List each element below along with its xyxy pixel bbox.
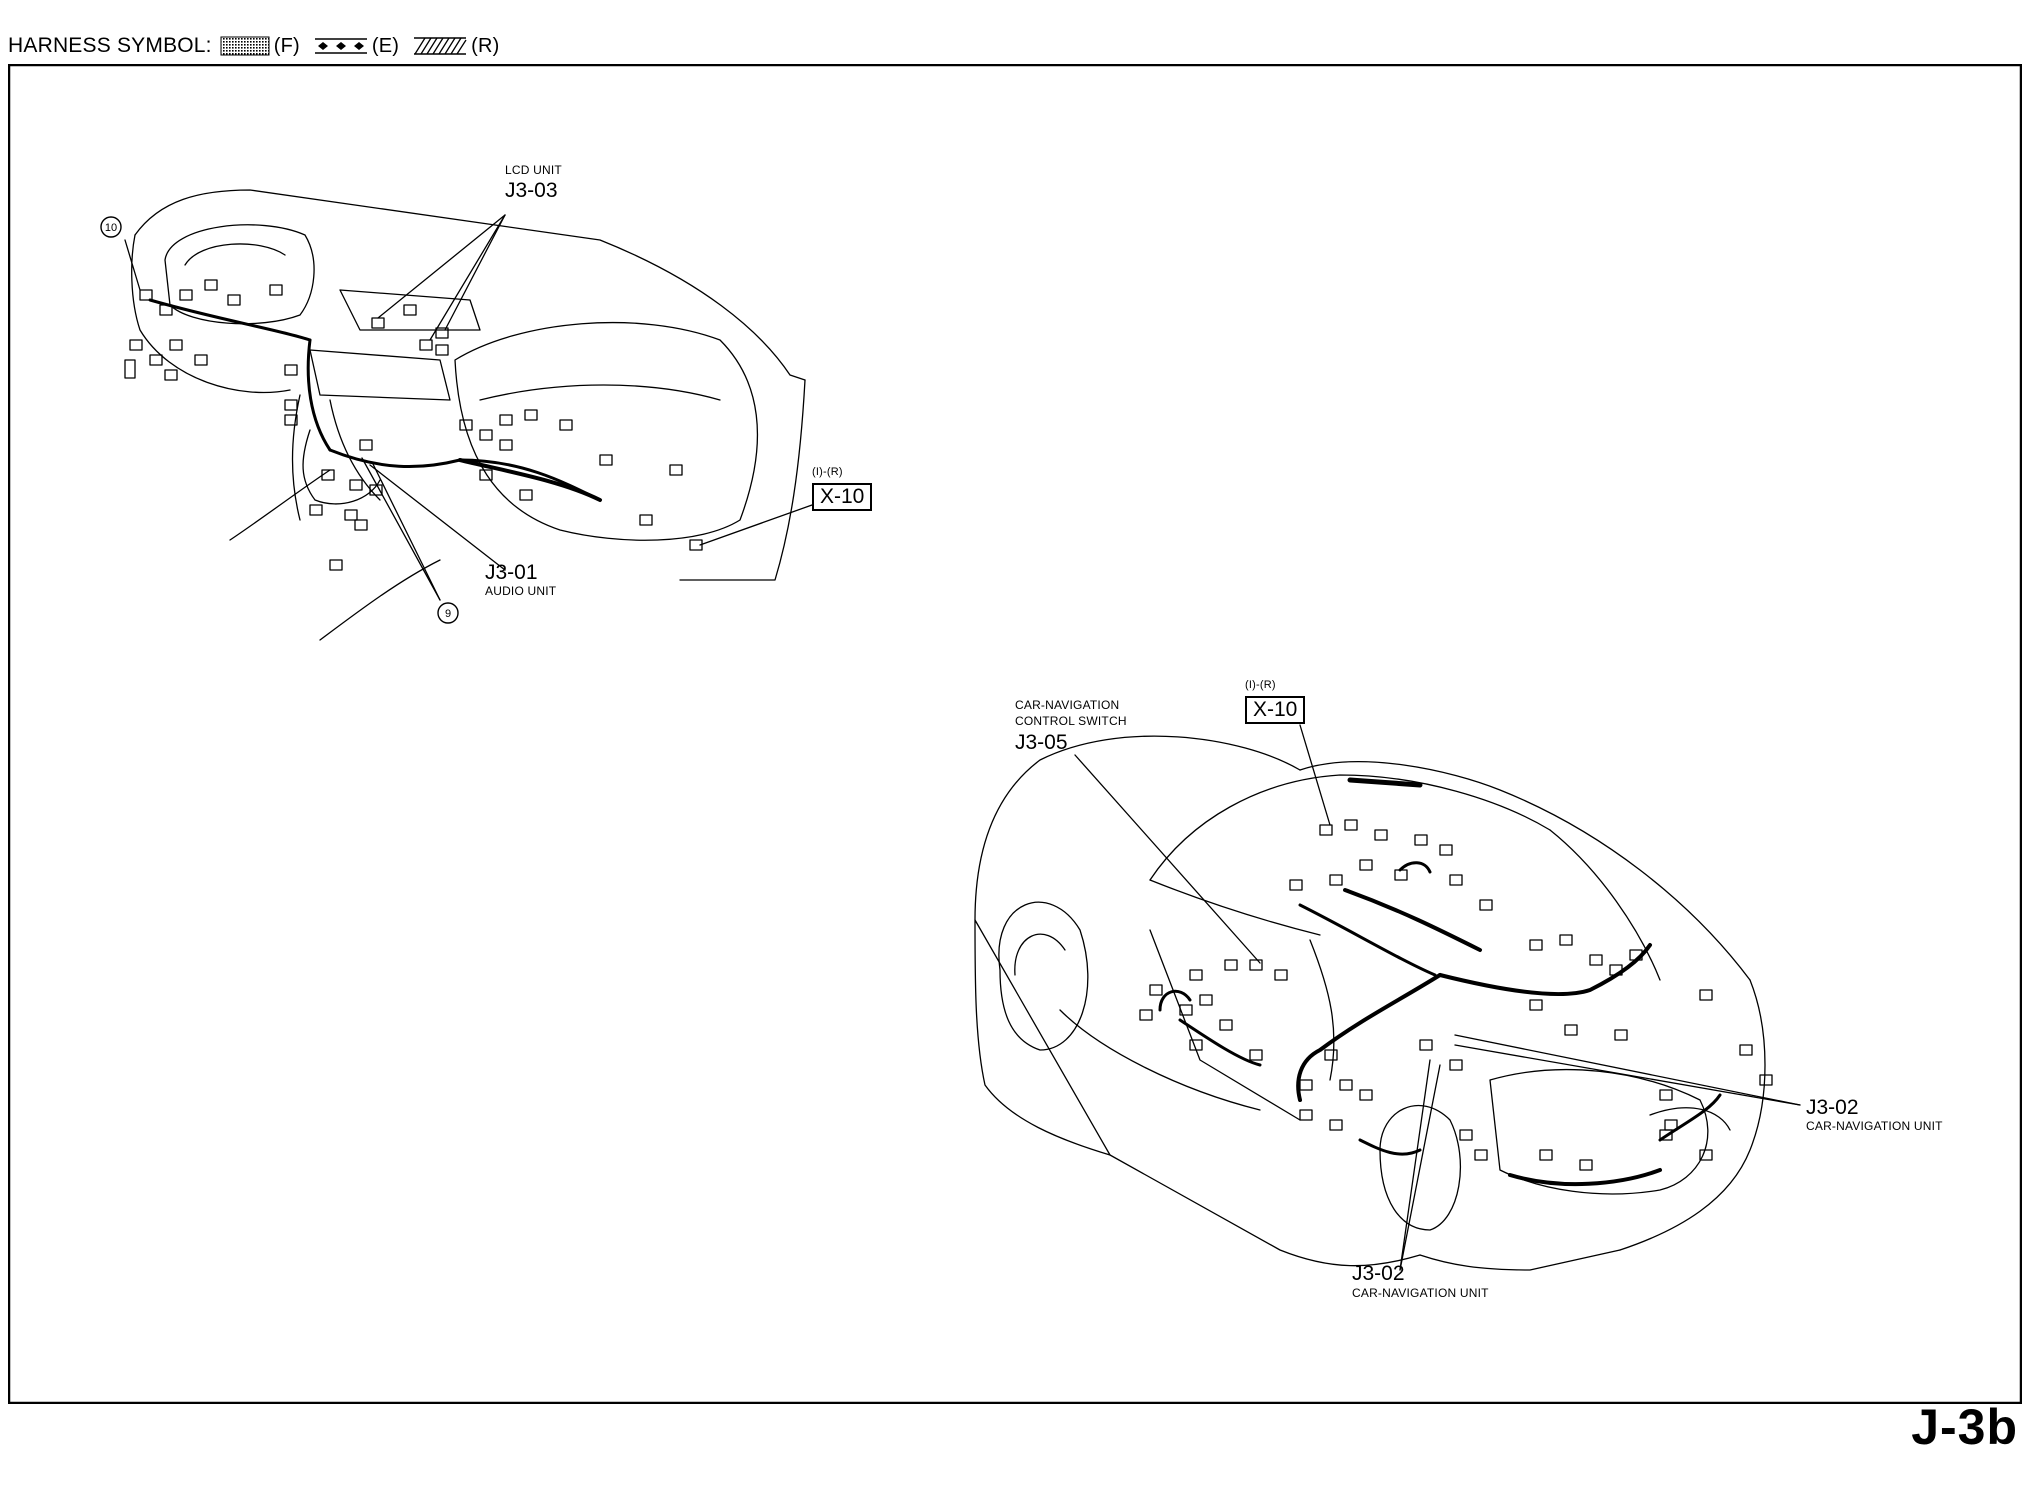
nav-unit-bottom-desc: CAR-NAVIGATION UNIT [1352, 1286, 1489, 1300]
diagram-frame [8, 64, 2022, 1404]
circle-ref-10-text: 10 [105, 222, 117, 234]
x10-ref-car: X-10 [1245, 696, 1306, 724]
x10-tag-car: (I)-(R) [1245, 679, 1276, 691]
legend-code-f: (F) [273, 34, 300, 57]
harness-symbol-legend: HARNESS SYMBOL: (F) (E) [8, 30, 514, 62]
dashboard-drawing [124, 189, 813, 641]
nav-unit-right-code: J3-02 [1806, 1096, 1859, 1119]
nav-switch-desc-1: CAR-NAVIGATION [1015, 698, 1120, 712]
lcd-unit-desc: LCD UNIT [505, 163, 562, 177]
circle-ref-9: 9 [437, 602, 459, 624]
circle-ref-9-text: 9 [445, 608, 451, 620]
dotted-grid-icon [220, 36, 270, 56]
audio-unit-code: J3-01 [485, 561, 538, 584]
page-label: J-3b [1911, 1399, 2018, 1455]
hatch-icon [414, 37, 467, 55]
circle-ref-10: 10 [100, 216, 122, 238]
audio-unit-desc: AUDIO UNIT [485, 584, 557, 598]
legend-code-e: (E) [371, 34, 400, 57]
legend-code-r: (R) [471, 34, 500, 57]
nav-switch-code: J3-05 [1015, 731, 1068, 754]
legend-symbol-f: (F) [220, 35, 300, 58]
x10-ref-dash: X-10 [812, 483, 873, 511]
dots-icon [314, 38, 367, 54]
legend-symbol-e: (E) [314, 35, 399, 58]
nav-unit-right-desc: CAR-NAVIGATION UNIT [1806, 1119, 1943, 1133]
car-drawing [974, 724, 1801, 1271]
x10-tag-dash: (I)-(R) [812, 466, 843, 478]
nav-unit-bottom-code: J3-02 [1352, 1262, 1405, 1285]
legend-symbol-r: (R) [413, 35, 499, 58]
lcd-unit-code: J3-03 [505, 179, 558, 202]
nav-switch-desc-2: CONTROL SWITCH [1015, 714, 1127, 728]
legend-title: HARNESS SYMBOL: [8, 34, 212, 57]
